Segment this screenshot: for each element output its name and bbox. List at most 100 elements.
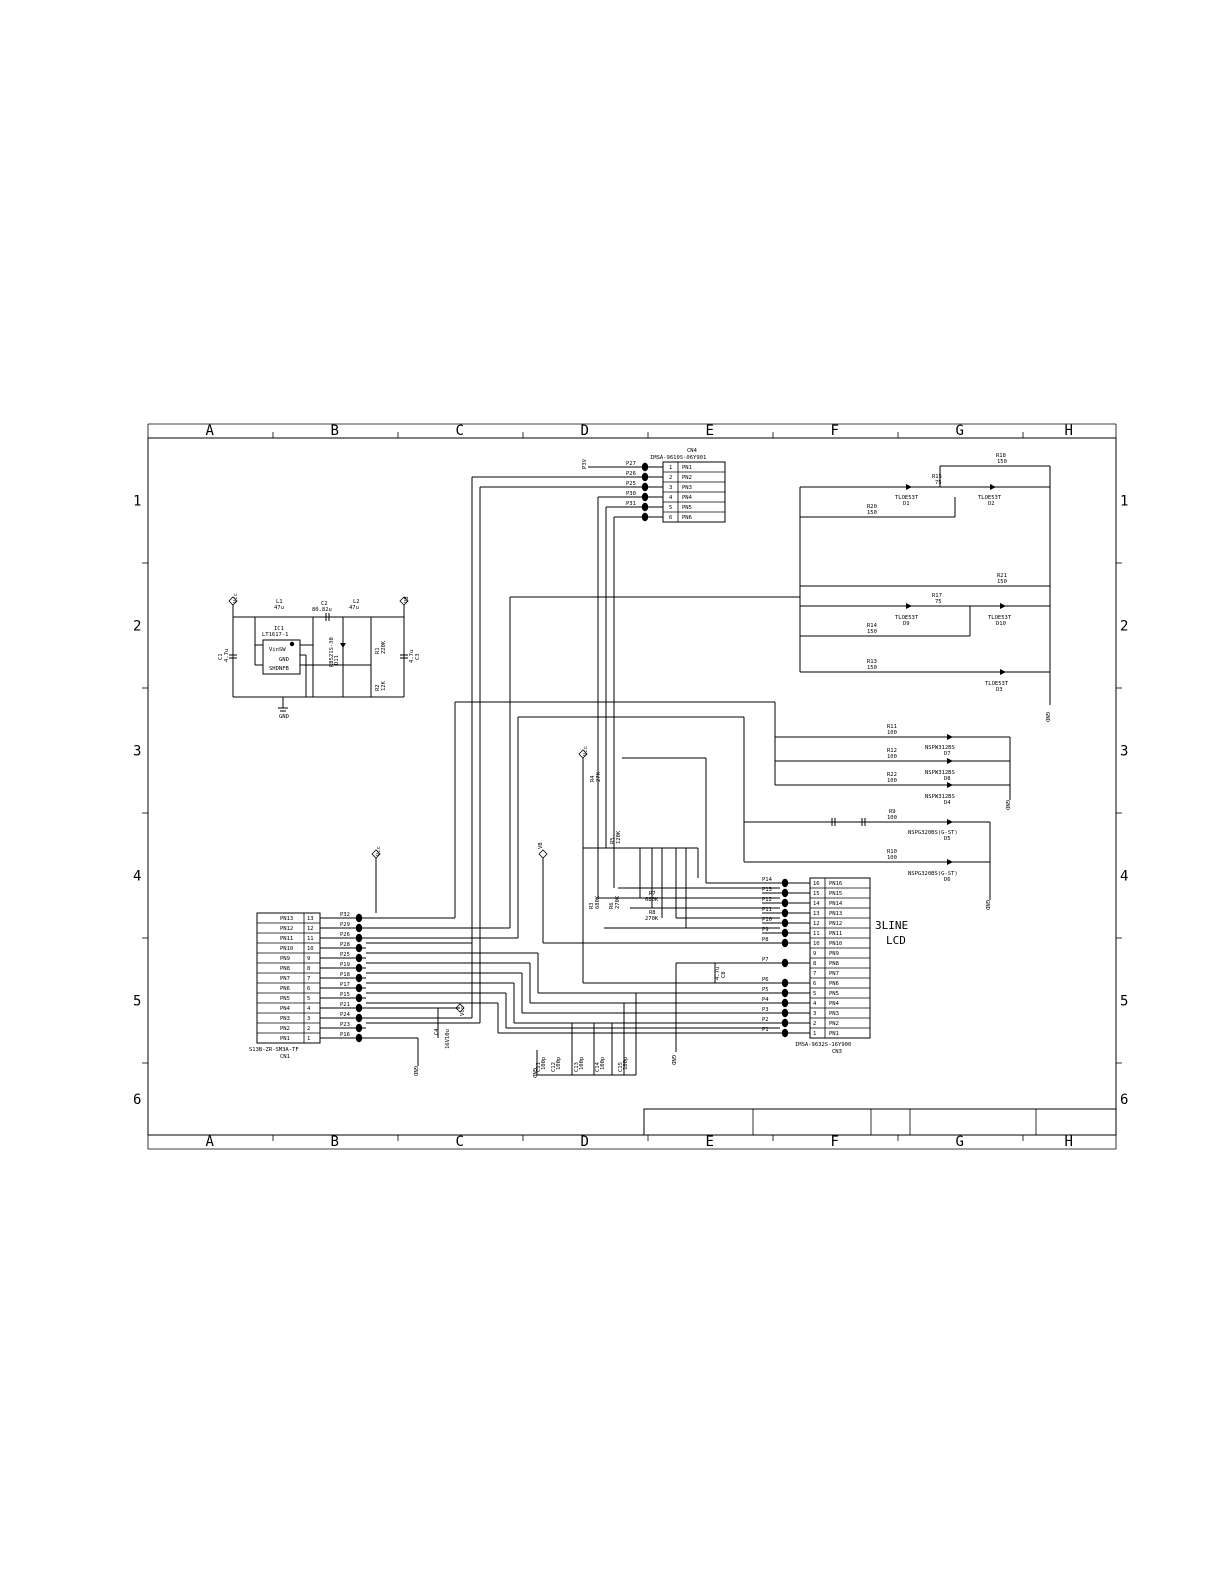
cap-ref: C12 — [551, 1062, 557, 1072]
gnd-label-led: GND — [1044, 712, 1050, 722]
zone-col-top-B: B — [331, 423, 339, 439]
gnd-label-blue: GND — [1004, 800, 1010, 810]
cap-value: 100p — [556, 1057, 562, 1070]
d3-part: TLOE53T — [985, 681, 1009, 687]
cn3-pin-num: 15 — [813, 891, 820, 897]
cn1-pin-name: PN8 — [280, 966, 290, 972]
ic1-pin-vinsw: VinSW — [269, 647, 286, 653]
d1-ref: D1 — [903, 501, 910, 507]
vcc-label-left: Vcc — [233, 593, 239, 603]
cn3-pin-name: PN8 — [829, 961, 839, 967]
cn3-pin-num: 3 — [813, 1011, 816, 1017]
cn1-pin-num: 4 — [307, 1006, 311, 1012]
cn3-pin-name: PN3 — [829, 1011, 839, 1017]
r18-value: 150 — [997, 459, 1007, 465]
cn1-pin-num: 12 — [307, 926, 314, 932]
r9-ref: R9 — [889, 809, 896, 815]
cn1-pin-name: PN4 — [280, 1006, 291, 1012]
r15-ref: R15 — [932, 474, 942, 480]
cn3-net-label: P9 — [762, 927, 769, 933]
cn3-pin-num: 13 — [813, 911, 820, 917]
cn1-pin-num: 2 — [307, 1026, 310, 1032]
cn3-pin-name: PN2 — [829, 1021, 839, 1027]
cn1-pin-name: PN6 — [280, 986, 290, 992]
cn1-net-label: P16 — [340, 1032, 350, 1038]
cn1-pin-num: 5 — [307, 996, 310, 1002]
cn3-pin-num: 9 — [813, 951, 816, 957]
zone-row-left-5: 5 — [133, 994, 141, 1010]
cn1-pin-name: PN10 — [280, 946, 293, 952]
cn3-pin-name: PN15 — [829, 891, 842, 897]
l1-value: 47u — [274, 605, 284, 611]
cn3-ref: CN3 — [832, 1049, 842, 1055]
c4-ref: C4 — [434, 1028, 440, 1035]
d5-ref: D5 — [944, 836, 951, 842]
cn4-net-label: P26 — [626, 471, 636, 477]
vb-label: VB — [404, 596, 410, 603]
cn4-net-label: P25 — [626, 481, 636, 487]
zone-col-bottom-F: F — [831, 1134, 839, 1150]
cn3-pin-name: PN1 — [829, 1031, 839, 1037]
zone-col-top-H: H — [1065, 423, 1073, 439]
cn1-pin-name: PN1 — [280, 1036, 290, 1042]
r2-value: 12K — [381, 680, 387, 691]
power-supply-section: Vcc VB VinSW GND SHDNFB IC1 LT1617-1 L1 … — [218, 593, 421, 720]
ic1-pin-shdn: SHDNFB — [269, 666, 290, 672]
c2-ref: C2 — [321, 601, 328, 607]
c4-value: 16V10u — [445, 1029, 451, 1049]
cn3-net-label: P5 — [762, 987, 769, 993]
r10-ref: R10 — [887, 849, 897, 855]
cn3-pin-num: 16 — [813, 881, 820, 887]
cn4-pin-name: PN3 — [682, 485, 692, 491]
d5-part: NSPG320BS(G-ST) — [908, 830, 958, 836]
drawing-frame — [147, 423, 1117, 1150]
cn1-pin-name: PN5 — [280, 996, 290, 1002]
cn4-connector: CN4 IMSA-9610S-06Y901 P3V — [582, 448, 726, 523]
d11-part: RB521S-30 — [329, 637, 335, 667]
r9-value: 100 — [887, 815, 897, 821]
cn3-pin-num: 6 — [813, 981, 816, 987]
zone-col-bottom-A: A — [206, 1134, 215, 1150]
d8-ref: D8 — [944, 776, 951, 782]
gnd-label-c8: GND — [670, 1055, 676, 1065]
c3-ref: C3 — [415, 653, 421, 660]
cn1-net-label: P28 — [340, 942, 350, 948]
cn1-net-label: P24 — [340, 1012, 351, 1018]
lcd-label-line2: LCD — [886, 934, 906, 947]
cn1-net-label: P32 — [340, 912, 350, 918]
gnd-label-power: GND — [279, 714, 289, 720]
c8-value: 4.7u — [715, 967, 721, 980]
r1-ref: R1 — [375, 647, 381, 654]
cap-ref: C13 — [574, 1062, 580, 1072]
cn4-pin-num: 3 — [669, 485, 672, 491]
cn3-pin-num: 7 — [813, 971, 816, 977]
cn1-pin-name: PN11 — [280, 936, 293, 942]
zone-col-bottom-H: H — [1065, 1134, 1073, 1150]
r14-value: 150 — [867, 629, 877, 635]
cn1-pin-name: PN2 — [280, 1026, 290, 1032]
zone-row-right-5: 5 — [1120, 994, 1128, 1010]
r22-ref: R22 — [887, 772, 897, 778]
cn1-pin-num: 8 — [307, 966, 310, 972]
cn3-pin-num: 8 — [813, 961, 816, 967]
r3-value: 680K — [595, 895, 601, 909]
cn1-pin-name: PN9 — [280, 956, 290, 962]
cn1-net-label: P19 — [340, 962, 350, 968]
cn3-net-label: P10 — [762, 917, 772, 923]
zone-col-bottom-D: D — [581, 1134, 589, 1150]
cn1-pin-num: 3 — [307, 1016, 310, 1022]
zone-row-left-6: 6 — [133, 1092, 141, 1108]
cn4-pin-num: 2 — [669, 475, 672, 481]
vcc-label-c4: Vcc — [460, 1006, 466, 1016]
cn1-ref: CN1 — [280, 1054, 290, 1060]
ic1-ref: IC1 — [274, 626, 284, 632]
cap-ref: C11 — [536, 1062, 542, 1072]
zone-col-top-G: G — [956, 423, 964, 439]
cn4-pin-name: PN4 — [682, 495, 693, 501]
d8-part: NSPW312BS — [925, 770, 955, 776]
r15-value: 75 — [935, 480, 942, 486]
cn3-pin-name: PN5 — [829, 991, 839, 997]
vcc-label-r4: Vcc — [376, 846, 382, 856]
r14-ref: R14 — [867, 623, 878, 629]
